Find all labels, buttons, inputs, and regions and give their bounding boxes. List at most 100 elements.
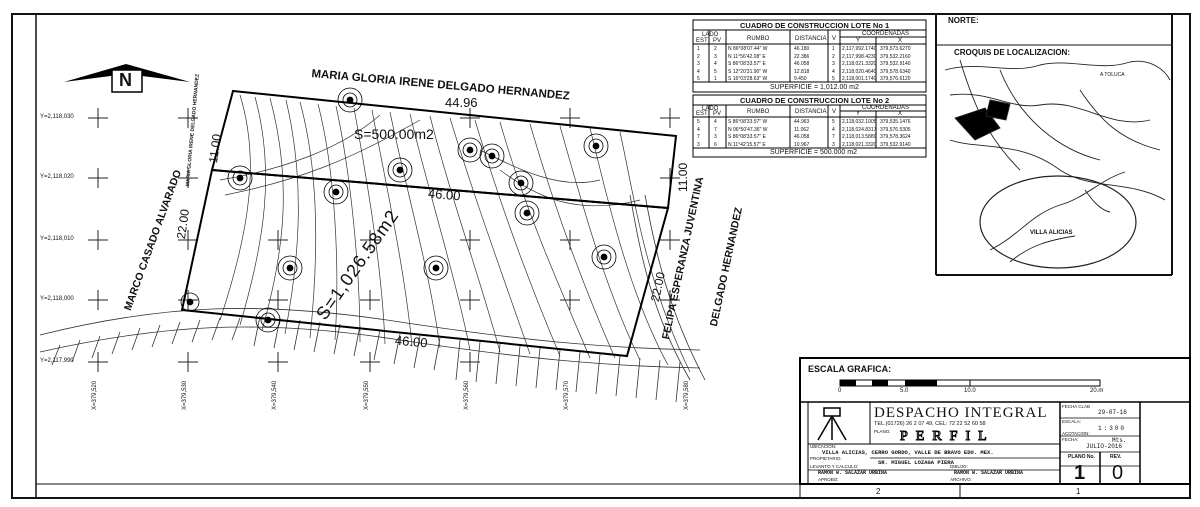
table-cell: 3 [832,61,835,67]
north-arrow-icon [64,64,190,93]
table-cell: 379,576.6120 [880,76,911,82]
table-cell: 3 [714,53,717,60]
table-2-header-distancia: DISTANCIA [795,109,827,115]
table-2-sub-est: EST [696,111,708,117]
scale-bar [839,379,1101,387]
table-cell: 2,117,992.1740 [842,46,877,52]
location-value: VILLA ALICIAS, CERRO GORDO, VALLE DE BRA… [822,449,994,456]
table-cell: 379,578.6340 [880,68,911,75]
scale-tick: 5.0 [900,388,909,394]
table-2-sub-pv: PV [713,111,722,117]
table-cell: 2,117,998.4230 [842,53,877,60]
table-1-sub-est: EST [696,38,708,44]
tree-icon [387,157,413,183]
table-cell: 3 [714,134,717,140]
company-contact: TEL.(01726) 26 2 07 49, CEL: 72 22 52 60… [874,421,986,427]
table-cell: 379,576.5305 [880,126,911,133]
table-cell: 2,118,024.8317 [842,126,877,133]
table-cell: 7 [832,134,835,140]
table-cell: 2,118,021.3320 [842,141,877,148]
plano-no-value: 1 [1074,462,1086,484]
x-label: X=379,560 [464,380,470,410]
table-cell: 2,118,021.3320 [842,61,877,67]
fecha-label: FECHA: [1062,437,1079,442]
tree-icon [323,179,349,205]
scale-value: 1:300 [1098,425,1127,432]
table-cell: 5 [832,76,835,82]
units-value: Mts. [1112,437,1127,444]
x-label: X=379,530 [182,380,188,410]
tree-icon [457,137,483,163]
dim-top: 44.96 [445,95,478,110]
lot-boundaries [180,89,678,358]
table-1-surface: SUPERFICIE = 1,012.00 m2 [770,84,859,91]
contour-lines [219,94,691,373]
table-cell: 4 [714,61,717,67]
tree-icon [337,87,363,113]
table-cell: S 86°08'33.57" W [728,119,768,125]
x-label: X=379,520 [92,380,98,410]
dim-right-upper: 11.00 [676,162,690,192]
table-cell: 2,118,020.4640 [842,68,877,75]
scale-label: ESCALA: [1062,419,1082,424]
road-strip [39,194,706,403]
lot-1-boundary [180,168,670,358]
plan-label: PLANO: [874,429,891,434]
table-1-header-v: V [832,36,837,42]
table-cell: 3 [697,61,700,67]
table-cell: 46.180 [794,46,810,52]
tree-icon [514,200,540,226]
location-place: VILLA ALICIAS [1030,230,1073,236]
plan-name: PERFIL [900,429,995,445]
table-cell: 1 [714,76,717,82]
table-1-sub-y: Y [856,38,861,44]
table-2-header-v: V [832,109,837,115]
table-cell: S 16°03'28.63" W [728,76,768,82]
rev-value: 0 [1112,462,1124,484]
table-cell: 4 [832,126,835,133]
table-cell: 7 [697,134,700,140]
scale-tick: 10.0 [964,388,976,394]
table-cell: S 86°08'33.57" E [728,61,766,67]
y-label: Y=2,118,000 [40,296,74,302]
x-label: X=379,580 [684,380,690,410]
plano-no-label: PLANO No. [1068,454,1095,460]
table-cell: 2 [697,53,700,60]
file-label: ARCHIVO: [950,477,972,482]
tree-icon [227,165,253,191]
scale-tick: 20.m [1090,388,1104,394]
table-cell: 46.058 [794,61,810,67]
tree-icon [583,133,609,159]
x-label: X=379,550 [364,380,370,410]
table-cell: 5 [714,68,717,75]
fecha-value: JULIO-2016 [1086,443,1123,450]
location-sketch [944,59,1171,269]
table-cell: 3 [832,141,835,148]
table-cell: 4 [697,126,700,133]
title-block-frame [799,357,1191,485]
table-cell: 1 [697,46,700,52]
table-cell: 2 [714,46,717,52]
survey-label: LEVANTO Y CALCULO: [810,464,859,469]
table-cell: 22.386 [794,53,810,60]
rev-label: REV. [1110,454,1122,460]
scale-title: ESCALA GRAFICA: [808,364,892,374]
table-cell: N 11°42'15.57" E [728,141,766,148]
table-cell: 44.963 [794,119,810,125]
x-label: X=379,570 [564,380,570,410]
frame-ref-left: 2 [876,487,881,496]
table-cell: 10.967 [794,141,810,148]
table-cell: 5 [697,119,700,125]
date-value: 29-07-16 [1098,409,1127,416]
table-cell: 2 [832,53,835,60]
table-cell: 7 [714,126,717,133]
trees [180,87,617,333]
area-lot-2: S=500.00m2 [354,126,434,142]
table-cell: 3 [697,141,700,148]
table-2-title: CUADRO DE CONSTRUCCION LOTE No 2 [740,96,890,105]
table-1-header-distancia: DISTANCIA [795,36,827,42]
tree-icon [180,292,200,312]
table-1-header-lado: LADO [702,32,719,38]
north-arrow-label: N [119,70,132,90]
table-cell: 5 [697,76,700,82]
